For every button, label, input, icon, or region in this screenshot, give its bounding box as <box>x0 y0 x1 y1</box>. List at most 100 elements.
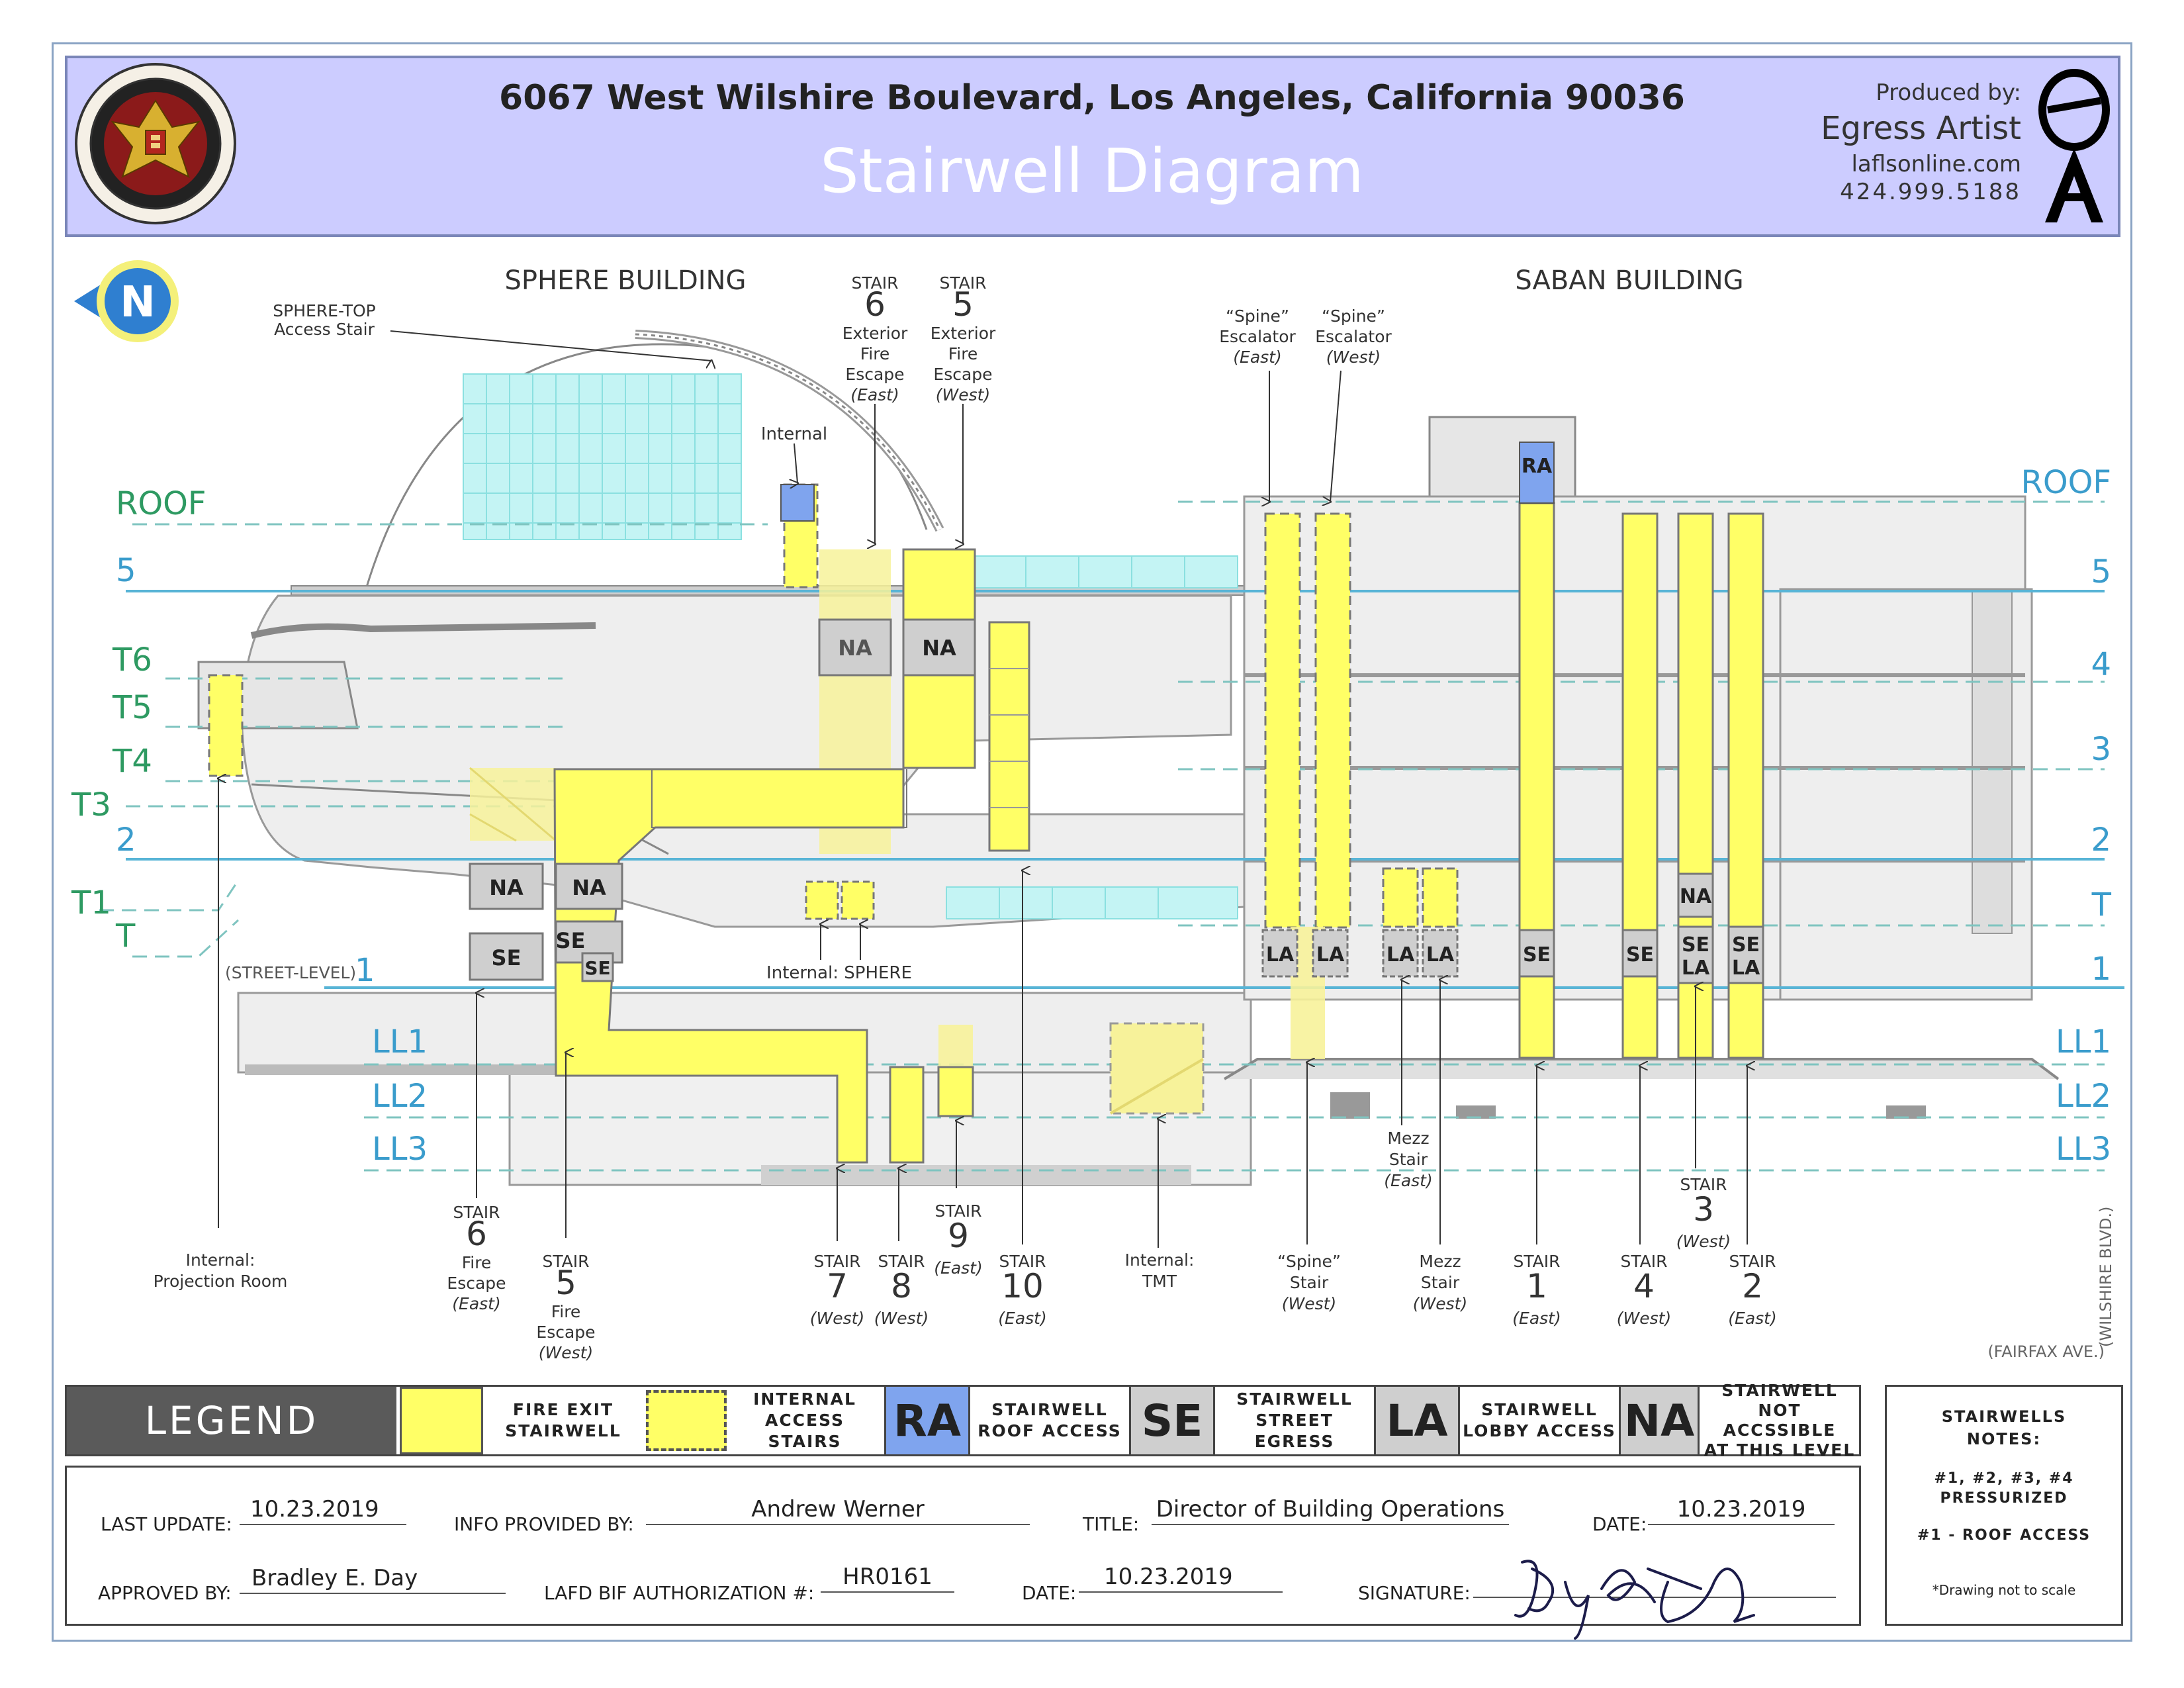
sphere-seating-grid <box>463 373 1238 919</box>
header-panel <box>65 56 2120 237</box>
ra-upper-internal-box <box>780 484 815 522</box>
signature-line <box>1473 1597 1836 1598</box>
stair10 <box>988 621 1030 852</box>
internal-sphere-stair-b <box>841 880 875 920</box>
produced-by-label: Produced by: <box>1876 79 2021 106</box>
level-label-t-left: T <box>115 917 136 955</box>
level-label-1-left: 1 <box>355 952 375 989</box>
callout-spine-stair: “Spine”Stair(West) <box>1277 1252 1341 1313</box>
stair9 <box>937 1066 974 1117</box>
street-level-label: (STREET-LEVEL) <box>225 963 356 982</box>
title-value: Director of Building Operations <box>1152 1496 1509 1525</box>
date-value-1: 10.23.2019 <box>1648 1496 1835 1525</box>
legend-internal-swatch <box>646 1390 727 1451</box>
callout-internal: Internal <box>761 424 827 444</box>
level-label-1-right: 1 <box>2091 951 2111 988</box>
sphere-stairs <box>208 483 1205 1164</box>
callout-internal-tmt: Internal:TMT <box>1125 1250 1195 1291</box>
level-labels-left: ROOF 5 T6 T5 T4 T3 2 T1 T 1 LL1 LL2 LL3 <box>71 485 428 1168</box>
saban-building-label: SABAN BUILDING <box>1515 265 1743 296</box>
tag-la-escalator-east: LA <box>1266 943 1295 966</box>
page-title: Stairwell Diagram <box>820 136 1364 207</box>
date-label-1: DATE: <box>1592 1513 1647 1535</box>
tag-la-mezz-east: LA <box>1387 943 1415 966</box>
north-compass-icon: N <box>74 260 179 342</box>
tag-se-stair6: SE <box>492 945 522 970</box>
bif-label: LAFD BIF AUTHORIZATION #: <box>544 1582 815 1604</box>
level-label-ll1-left: LL1 <box>372 1023 428 1060</box>
level-label-t4: T4 <box>112 743 152 780</box>
callout-projection-room: Internal:Projection Room <box>154 1250 288 1291</box>
spine-escalator-west <box>1314 512 1351 929</box>
legend-la-tag: LA <box>1374 1387 1460 1454</box>
legend-se-tag: SE <box>1129 1387 1215 1454</box>
tag-la-stair2: LA <box>1732 957 1760 980</box>
level-label-4-right: 4 <box>2091 646 2111 683</box>
tag-na-stair5-lower: NA <box>572 875 606 900</box>
date-value-2: 10.23.2019 <box>1079 1564 1283 1593</box>
legend-title: LEGEND <box>144 1398 319 1443</box>
title-label: TITLE: <box>1083 1513 1140 1535</box>
tag-se-stair5-b: SE <box>584 957 610 979</box>
level-label-roof-left: ROOF <box>116 485 206 522</box>
level-label-2-left: 2 <box>116 821 136 859</box>
mezz-stair-west <box>1422 867 1459 928</box>
address-heading: 6067 West Wilshire Boulevard, Los Angele… <box>499 78 1685 118</box>
saban-tags: RA LA LA LA LA SE SE NA SE LA SE LA <box>1261 455 1764 984</box>
info-provided-label: INFO PROVIDED BY: <box>454 1513 634 1535</box>
level-label-roof-right: ROOF <box>2021 464 2111 501</box>
bif-value: HR0161 <box>821 1564 954 1593</box>
level-label-3-right: 3 <box>2091 731 2111 768</box>
tag-ra-stair1: RA <box>1522 455 1553 478</box>
mezz-stair-east <box>1382 867 1419 928</box>
last-update-value: 10.23.2019 <box>240 1496 406 1525</box>
company-name: Egress Artist <box>1821 110 2021 147</box>
tag-na-stair3: NA <box>1680 885 1712 908</box>
tag-na-stair6-lower: NA <box>489 875 523 900</box>
legend-fire-exit-swatch <box>400 1387 483 1454</box>
level-label-t-right: T <box>2091 886 2112 923</box>
level-label-ll2-left: LL2 <box>372 1078 428 1115</box>
tag-se-stair1: SE <box>1523 943 1551 966</box>
level-label-t6: T6 <box>112 641 152 679</box>
callout-arrows <box>218 330 1747 1248</box>
compass-label: N <box>120 278 156 327</box>
level-label-2-right: 2 <box>2091 821 2111 859</box>
stair5-main-route <box>553 768 905 1164</box>
tag-se-stair2: SE <box>1732 933 1760 957</box>
spine-escalator-east <box>1264 512 1301 929</box>
legend-title-box: LEGEND <box>67 1387 396 1454</box>
notes-roof-access: #1 - ROOF ACCESS <box>1917 1527 2091 1544</box>
tag-se-stair5-a: SE <box>556 928 586 953</box>
level-label-t3: T3 <box>71 786 111 823</box>
last-update-label: LAST UPDATE: <box>101 1513 232 1535</box>
wilshire-label: (WILSHIRE BLVD.) <box>2097 1207 2115 1347</box>
callout-spine-escalator-east: “Spine”Escalator(East) <box>1219 306 1296 367</box>
tag-la-mezz-west: LA <box>1426 943 1455 966</box>
tag-se-stair3: SE <box>1682 933 1709 957</box>
tag-la-escalator-west: LA <box>1316 943 1345 966</box>
internal-sphere-stair-a <box>805 880 839 920</box>
info-form <box>65 1466 1861 1626</box>
stair8 <box>889 1066 925 1164</box>
